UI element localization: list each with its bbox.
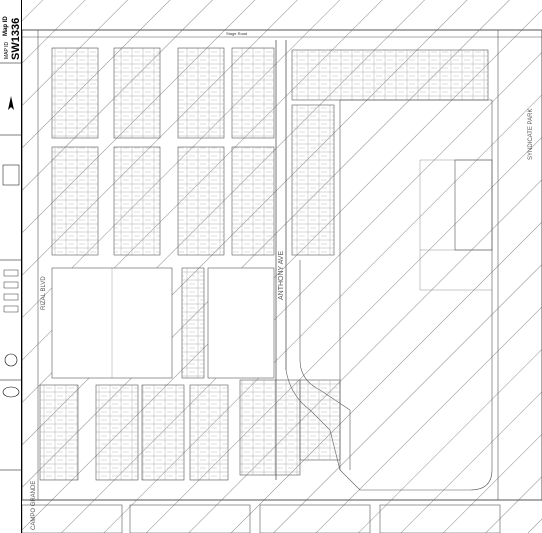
parcels-bottom	[21, 504, 501, 533]
label-avenue-mid: ANTHONY AVE	[278, 251, 285, 300]
lot-blocks-lower	[39, 384, 229, 481]
north-arrow-icon	[8, 96, 14, 110]
seal-icon	[4, 353, 18, 367]
title-block: MAP ID SW1336 Map ID	[0, 0, 22, 533]
legend-graphics	[0, 62, 22, 471]
subdivision-east	[239, 49, 489, 476]
parcels-mid	[51, 267, 275, 379]
logo-icon	[2, 386, 20, 398]
label-west-blvd: RIZAL BLVD	[41, 276, 47, 310]
parcel-east	[339, 99, 493, 491]
label-south-park: CAMPO GRANDE	[31, 481, 37, 530]
label-street-top: Stage Road	[226, 31, 247, 36]
label-east-park: SYNDICATE PARK	[528, 109, 534, 160]
lot-blocks-upper	[51, 47, 275, 256]
